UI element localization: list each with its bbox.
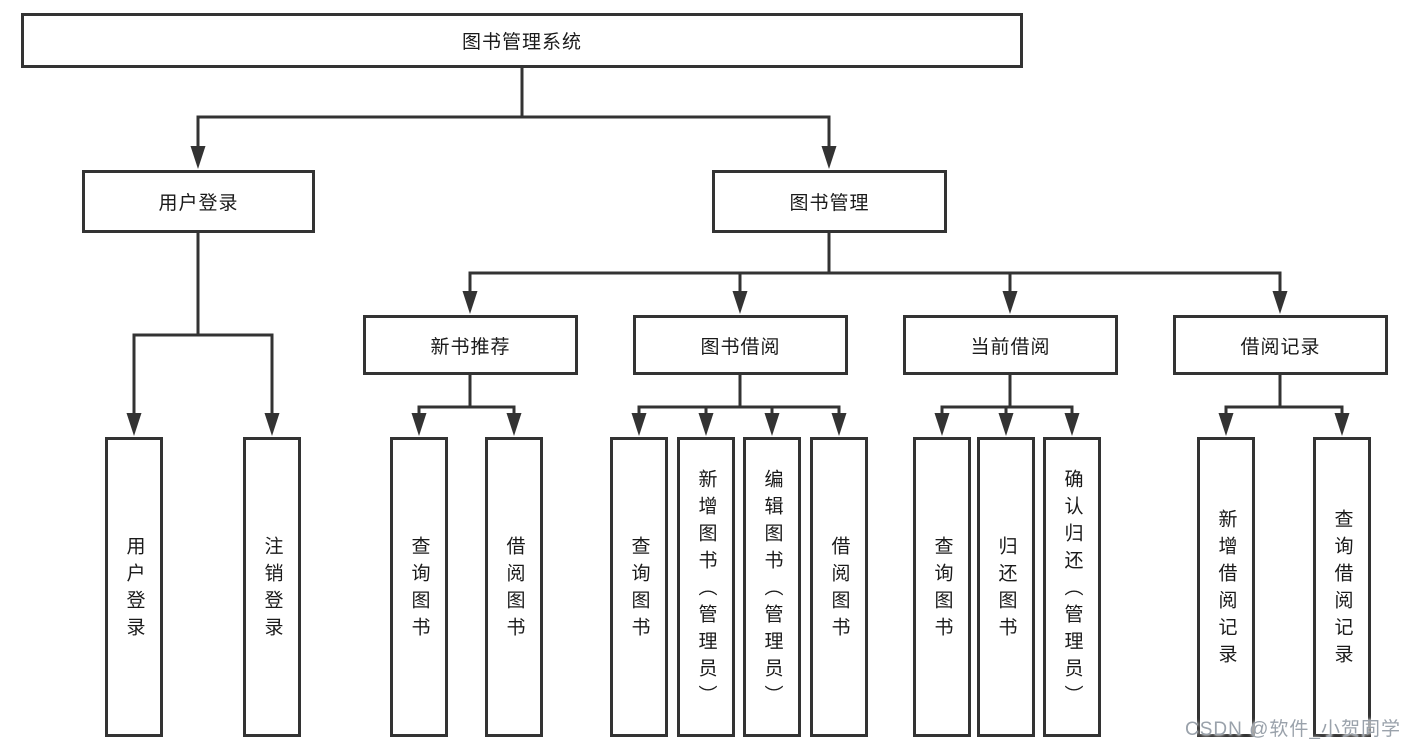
leaf-borrow-books-recommend: 借阅图书 — [485, 437, 543, 737]
leaf-return-books: 归还图书 — [977, 437, 1035, 737]
csdn-watermark: CSDN @软件_小贺同学 — [1185, 719, 1401, 740]
arrowheads — [126, 146, 1350, 436]
node-current-borrowing: 当前借阅 — [903, 315, 1118, 375]
node-new-book-recommend: 新书推荐 — [363, 315, 578, 375]
node-book-management: 图书管理 — [712, 170, 947, 233]
node-user-login: 用户登录 — [82, 170, 315, 233]
leaf-add-books-admin: 新增图书（管理员） — [677, 437, 735, 737]
leaf-logout: 注销登录 — [243, 437, 301, 737]
leaf-query-borrow-record: 查询借阅记录 — [1313, 437, 1371, 737]
leaf-query-books-recommend: 查询图书 — [390, 437, 448, 737]
node-root-library-system: 图书管理系统 — [21, 13, 1023, 68]
leaf-query-books-borrowing: 查询图书 — [610, 437, 668, 737]
leaf-borrow-books-borrowing: 借阅图书 — [810, 437, 868, 737]
node-borrowing-records: 借阅记录 — [1173, 315, 1388, 375]
leaf-confirm-return-admin: 确认归还（管理员） — [1043, 437, 1101, 737]
leaf-user-login: 用户登录 — [105, 437, 163, 737]
leaf-add-borrow-record: 新增借阅记录 — [1197, 437, 1255, 737]
node-book-borrowing: 图书借阅 — [633, 315, 848, 375]
leaf-edit-books-admin: 编辑图书（管理员） — [743, 437, 801, 737]
leaf-query-books-current: 查询图书 — [913, 437, 971, 737]
